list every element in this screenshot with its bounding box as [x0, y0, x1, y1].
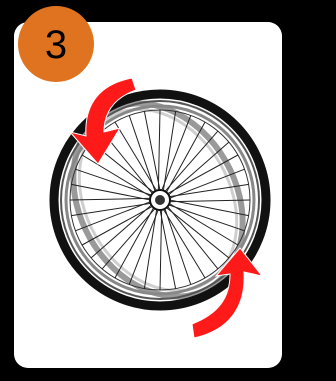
wheel-spoke: [82, 155, 153, 198]
wheel-spoke: [167, 202, 238, 245]
card-number-badge: 3: [18, 6, 94, 82]
wheel-spoke: [160, 207, 162, 290]
wheel-spoke: [161, 115, 191, 193]
wheel-axle: [155, 195, 165, 205]
wheel-spoke: [129, 207, 159, 285]
wheel-spoke: [129, 115, 156, 194]
wheel-spoke: [158, 110, 160, 193]
wheel-spoke: [166, 204, 218, 269]
card-number: 3: [45, 25, 67, 65]
wheel-spoke: [164, 206, 191, 285]
wheel-spoke: [71, 184, 153, 200]
